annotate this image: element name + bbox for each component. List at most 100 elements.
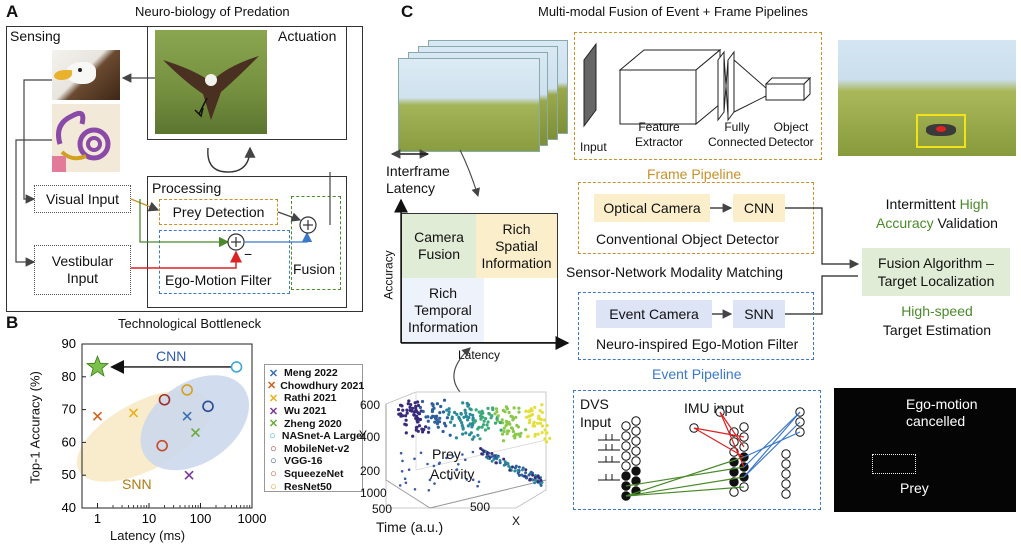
legend-label: MobileNet-v2 xyxy=(284,442,350,455)
prey-highlight-box xyxy=(872,454,916,474)
plot3d-ttick-1000: 1000 xyxy=(360,486,387,500)
legend-label: Wu 2021 xyxy=(284,405,327,418)
event-pipeline-box xyxy=(578,292,814,360)
legend-entry: ○ResNet50 xyxy=(267,480,362,493)
cnn-architecture-box xyxy=(574,32,822,160)
snn-network-box xyxy=(573,390,821,510)
ego-cancelled-label: Ego-motion cancelled xyxy=(906,396,978,429)
scatter-point-x xyxy=(190,427,201,438)
scatter-point-o xyxy=(158,393,171,406)
cnn-annotation: CNN xyxy=(156,348,187,364)
plot3d-ytick-600: 600 xyxy=(360,398,381,412)
legend-entry: ✕ Wu 2021 xyxy=(267,405,362,418)
ego-cancelled-image xyxy=(834,388,1016,512)
scatter-point-x xyxy=(128,408,139,418)
cnn-input-label: Input xyxy=(580,140,607,154)
legend-marker: ○ xyxy=(270,480,277,493)
highspeed-label: High-speed Target Estimation xyxy=(872,302,1002,340)
actuation-label: Actuation xyxy=(278,28,337,44)
prey-detection-box: Prey Detection xyxy=(159,199,278,225)
legend-marker: ○ xyxy=(269,430,276,443)
panel-b-title: Technological Bottleneck xyxy=(118,316,262,331)
frame-pipeline-label: Frame Pipeline xyxy=(647,166,742,182)
eagle-catching-image xyxy=(155,30,267,134)
stacked-frames-image xyxy=(398,40,570,152)
legend-label: Meng 2022 xyxy=(284,367,338,380)
ego-motion-filter-box xyxy=(159,230,290,294)
frame-pipeline-box xyxy=(578,182,814,254)
plot3d-xtick-500: 500 xyxy=(470,500,491,514)
cnn-box: CNN xyxy=(733,194,785,222)
legend-marker: ✕ xyxy=(268,392,279,405)
neuro-filter-label: Neuro-inspired Ego-Motion Filter xyxy=(596,336,799,352)
minus-sign: − xyxy=(244,246,253,262)
scatter-point-x xyxy=(182,411,192,421)
event-pipeline-label: Event Pipeline xyxy=(652,366,742,382)
legend-marker: ○ xyxy=(270,455,277,468)
cnn-object-detector-label: Object Detector xyxy=(768,120,814,149)
highspeed-text-1: High-speed xyxy=(901,303,973,319)
legend-marker: ✕ xyxy=(268,405,279,418)
y-tick-label: 90 xyxy=(62,336,76,351)
y-tick-label: 40 xyxy=(62,500,76,515)
target-star xyxy=(85,354,110,377)
optical-camera-box: Optical Camera xyxy=(594,194,710,222)
actuation-box xyxy=(147,26,347,140)
legend-marker: ○ xyxy=(270,442,277,455)
processing-label: Processing xyxy=(152,180,222,196)
legend-label: NASnet-A Large xyxy=(281,430,362,443)
snn-annotation: SNN xyxy=(122,476,152,492)
legend-entry: ✕Chowdhury 2021 xyxy=(267,380,364,393)
scatter-point-o xyxy=(181,384,193,396)
legend-marker: ✕ xyxy=(268,418,279,431)
plot3d-activity-label: Activity xyxy=(430,466,475,482)
fusion-box xyxy=(291,196,341,290)
panel-c-title: Multi-modal Fusion of Event + Frame Pipe… xyxy=(538,4,808,19)
panel-a-letter: A xyxy=(6,2,19,21)
chart-frame xyxy=(81,343,253,509)
sensor-matching-label: Sensor-Network Modality Matching xyxy=(566,264,784,280)
legend-label: VGG-16 xyxy=(284,455,323,468)
legend-entry: ✕ Meng 2022 xyxy=(267,367,362,380)
panel-b-letter: B xyxy=(6,313,19,332)
x-tick-label: 1000 xyxy=(238,511,267,526)
chart-legend: ✕Meng 2022✕Chowdhury 2021✕Rathi 2021✕Wu … xyxy=(264,364,364,493)
ego-motion-filter-label: Ego-Motion Filter xyxy=(165,272,272,288)
event-camera-box: Event Camera xyxy=(596,300,712,328)
legend-entry: ○ MobileNet-v2 xyxy=(267,443,362,456)
chart-x-label: Latency (ms) xyxy=(110,528,186,543)
x-tick-label: 100 xyxy=(190,511,212,526)
dvs-input-label: Input xyxy=(580,414,612,430)
cnn-feature-extractor-label: Feature Extractor xyxy=(634,120,683,149)
plot3d-prey-label: Prey xyxy=(432,446,461,462)
plot3d-ttick-500: 500 xyxy=(372,502,393,516)
scatter-point-o xyxy=(156,439,168,452)
legend-marker: ✕ xyxy=(268,367,279,380)
sensing-label: Sensing xyxy=(10,28,61,44)
plot3d-time-label: Time (a.u.) xyxy=(376,519,444,535)
snn-box: SNN xyxy=(733,300,785,328)
legend-label: Zheng 2020 xyxy=(284,417,342,430)
plot3d-ytick-200: 200 xyxy=(360,464,381,478)
legend-entry: ✕ Rathi 2021 xyxy=(267,392,362,405)
cnn-fully-connected-label: Fully Connected xyxy=(707,120,767,149)
imu-input-label: IMU input xyxy=(684,400,744,416)
inner-ear-image xyxy=(52,104,120,172)
dvs-label: DVS xyxy=(580,396,609,412)
panel-a-title: Neuro-biology of Predation xyxy=(135,4,290,19)
plot3d-ytick-400: 400 xyxy=(360,430,381,444)
y-tick-label: 80 xyxy=(62,369,76,384)
scatter-point-o xyxy=(230,361,243,373)
vestibular-input-box: Vestibular Input xyxy=(34,245,131,295)
legend-label: Rathi 2021 xyxy=(284,392,337,405)
camera-fusion-cell: Camera Fusion xyxy=(402,214,476,278)
legend-entry: ○ VGG-16 xyxy=(267,455,362,468)
panel-c-letter: C xyxy=(401,2,414,21)
highspeed-text-2: Target Estimation xyxy=(882,322,992,338)
drone-image xyxy=(838,40,1016,156)
